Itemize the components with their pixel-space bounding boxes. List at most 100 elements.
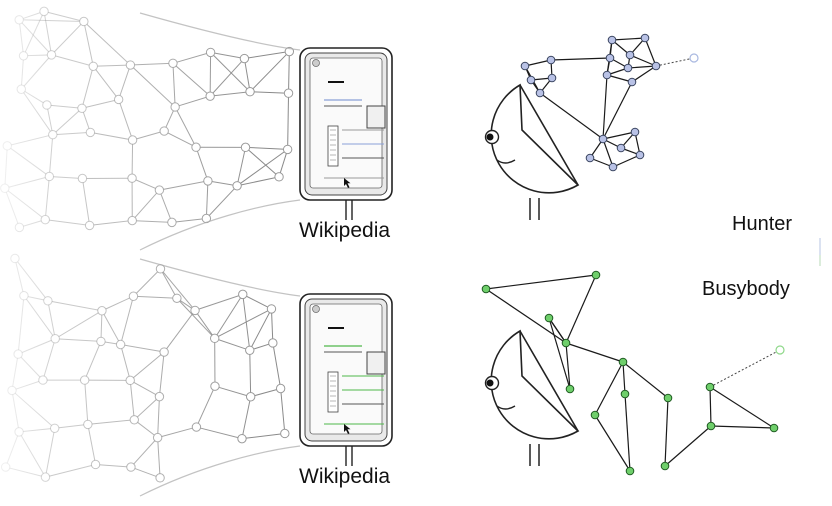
graph-node (618, 357, 628, 367)
graph-node (623, 63, 633, 73)
network-edge (209, 58, 245, 97)
infobox-image (366, 351, 386, 375)
network-node (191, 142, 201, 152)
graph-edge (602, 74, 608, 140)
network-edge (243, 58, 251, 92)
graph-node (651, 61, 661, 71)
network-node (274, 172, 284, 182)
network-edge (210, 52, 251, 93)
network-edge (172, 63, 176, 107)
network-edge (272, 342, 282, 389)
graph-edge (611, 37, 646, 41)
network-node (152, 432, 163, 443)
wikipedia-logo-icon (312, 59, 320, 67)
network-node (205, 91, 215, 101)
network-edge (241, 396, 252, 439)
graph-node (481, 284, 491, 294)
graph-edge (624, 393, 631, 472)
contents-box (327, 371, 339, 413)
graph-edge (548, 317, 571, 390)
network-node (268, 338, 278, 348)
cursor-icon (344, 424, 351, 434)
network-edge (249, 51, 290, 93)
graph-node (585, 153, 595, 163)
panel-divider (0, 238, 821, 266)
graph-node (625, 50, 635, 60)
funnel-curve (139, 445, 301, 497)
graph-edge (709, 386, 712, 427)
curious-bird-bottom (484, 329, 580, 466)
graph-node (706, 421, 716, 431)
network-node (209, 333, 220, 344)
graph-node (546, 55, 556, 65)
busybody-label: Busybody (702, 278, 790, 300)
graph-node (625, 466, 635, 476)
graph-edge (602, 131, 636, 140)
graph-node (590, 410, 600, 420)
graph-node (705, 382, 715, 392)
network-node (167, 217, 177, 228)
graph-node (616, 143, 626, 153)
network-edge (163, 130, 197, 148)
network-node (172, 293, 182, 303)
network-edge (194, 293, 243, 311)
network-edge (174, 95, 211, 108)
network-node (205, 47, 216, 58)
graph-node (627, 77, 637, 87)
network-edge (237, 176, 280, 187)
graph-node (660, 461, 670, 471)
network-node (266, 304, 277, 314)
funnel-curve (139, 199, 301, 251)
network-node (275, 383, 286, 394)
graph-edge (602, 138, 614, 168)
network-edge (249, 350, 252, 397)
network-edge (205, 180, 209, 219)
graph-node (520, 61, 530, 71)
network-edge (172, 62, 211, 97)
graph-edge (710, 425, 775, 429)
network-edge (196, 426, 243, 440)
graph-edge (485, 274, 597, 290)
network-node (155, 473, 165, 483)
frontier-edge (655, 57, 695, 67)
graph-node (591, 270, 601, 280)
network-fade (0, 251, 140, 501)
graph-node (602, 70, 612, 80)
network-edge (241, 432, 285, 440)
network-node (190, 305, 200, 316)
graph-edge (629, 54, 657, 67)
bird-body (490, 329, 580, 440)
graph-edge (524, 59, 552, 67)
graph-edge (602, 81, 633, 140)
network-edge (172, 51, 211, 64)
graph-node (663, 393, 673, 403)
graph-edge (709, 386, 775, 429)
network-node (240, 142, 251, 153)
network-edge (195, 385, 216, 428)
knowledge-network-top (0, 5, 301, 255)
network-edge (214, 385, 251, 398)
graph-edge (594, 414, 631, 472)
network-node (168, 58, 178, 69)
wikipedia-screen-bottom (299, 293, 393, 466)
network-node (154, 185, 165, 195)
network-edge (270, 308, 274, 343)
network-edge (250, 91, 289, 94)
bird-pupil (486, 379, 494, 387)
bird-beak (519, 330, 579, 432)
network-edge (288, 51, 290, 94)
bird-smile (496, 405, 516, 410)
network-fade (0, 5, 140, 255)
graph-node (544, 313, 554, 323)
network-node (203, 176, 213, 186)
graph-edge (631, 65, 657, 83)
graph-node (635, 150, 645, 160)
graph-node (547, 73, 557, 83)
network-edge (160, 268, 196, 311)
frontier-node (689, 53, 699, 63)
graph-edge (622, 361, 626, 395)
network-edge (207, 180, 238, 187)
graph-node (640, 33, 650, 43)
network-edge (159, 180, 209, 191)
network-edge (244, 51, 290, 60)
